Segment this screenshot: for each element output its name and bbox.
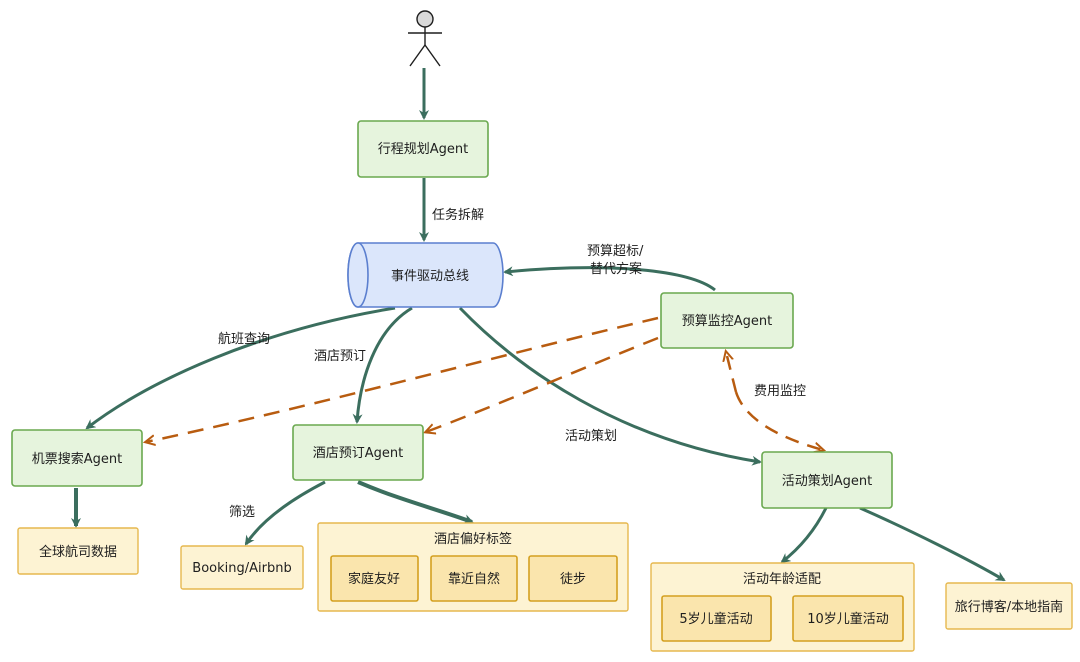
stick-figure-icon <box>408 10 442 67</box>
edge-bus-hotel <box>352 306 413 424</box>
age-tag-10-label: 10岁儿童活动 <box>807 611 889 627</box>
planner-agent-label: 行程规划Agent <box>378 142 468 157</box>
edge-label-flight-query: 航班查询 <box>218 331 270 347</box>
flight-data-label: 全球航司数据 <box>39 544 117 560</box>
edge-label-task-split: 任务拆解 <box>432 207 484 223</box>
activity-age-group: 活动年龄适配 5岁儿童活动 10岁儿童活动 <box>650 562 915 652</box>
activity-agent-label: 活动策划Agent <box>782 473 872 489</box>
edge-budget-hotel <box>426 336 659 432</box>
booking-label: Booking/Airbnb <box>192 561 291 576</box>
event-bus-node: 事件驱动总线 <box>347 242 504 308</box>
flight-agent-label: 机票搜索Agent <box>32 452 122 467</box>
edge-activity-age <box>780 507 828 564</box>
flight-data-node: 全球航司数据 <box>17 527 139 575</box>
event-bus-label: 事件驱动总线 <box>391 269 469 284</box>
edge-bus-activity <box>458 306 762 466</box>
guide-label: 旅行博客/本地指南 <box>955 599 1063 615</box>
edge-budget-flight <box>146 316 659 442</box>
edge-hotel-booking <box>244 480 326 546</box>
edge-label-budget-over-2: 替代方案 <box>590 261 642 277</box>
hotel-prefs-title: 酒店偏好标签 <box>434 531 512 547</box>
budget-agent-node: 预算监控Agent <box>660 292 794 349</box>
edge-budget-activity-head <box>726 352 738 393</box>
hotel-tag-nature <box>430 555 518 602</box>
edge-activity-guide <box>859 506 1006 582</box>
edge-budget-bus <box>503 266 716 292</box>
planner-agent-node: 行程规划Agent <box>357 120 489 178</box>
hotel-tag-family <box>330 555 419 602</box>
activity-agent-node: 活动策划Agent <box>761 451 893 509</box>
edge-budget-activity <box>734 391 823 450</box>
hotel-agent-label: 酒店预订Agent <box>313 446 403 461</box>
budget-agent-label: 预算监控Agent <box>682 314 772 329</box>
booking-node: Booking/Airbnb <box>180 545 304 590</box>
edge-labels: 任务拆解 预算超标/ 替代方案 航班查询 酒店预订 活动策划 费用监控 筛选 <box>218 207 806 520</box>
age-tag-5-label: 5岁儿童活动 <box>679 611 752 627</box>
activity-age-title: 活动年龄适配 <box>743 572 821 587</box>
edge-label-cost-monitor: 费用监控 <box>754 384 806 399</box>
edge-label-hotel-booking: 酒店预订 <box>314 349 366 364</box>
edges <box>71 68 1006 582</box>
hotel-tag-hiking <box>528 555 618 602</box>
edge-label-activity-planning: 活动策划 <box>565 428 617 444</box>
edge-label-budget-over-1: 预算超标/ <box>587 244 644 259</box>
edge-label-filter: 筛选 <box>229 505 255 520</box>
flight-agent-node: 机票搜索Agent <box>11 429 143 487</box>
hotel-prefs-group: 酒店偏好标签 家庭友好 靠近自然 徒步 <box>317 522 629 612</box>
hotel-agent-node: 酒店预订Agent <box>292 424 424 481</box>
hotel-tag-nature-label: 靠近自然 <box>448 571 500 587</box>
age-tag-5 <box>661 595 772 642</box>
edge-hotel-prefs <box>357 480 474 524</box>
guide-node: 旅行博客/本地指南 <box>945 582 1073 630</box>
hotel-tag-hiking-label: 徒步 <box>560 572 586 587</box>
edge-bus-flight <box>85 306 396 430</box>
age-tag-10 <box>792 595 904 642</box>
hotel-tag-family-label: 家庭友好 <box>348 571 400 587</box>
